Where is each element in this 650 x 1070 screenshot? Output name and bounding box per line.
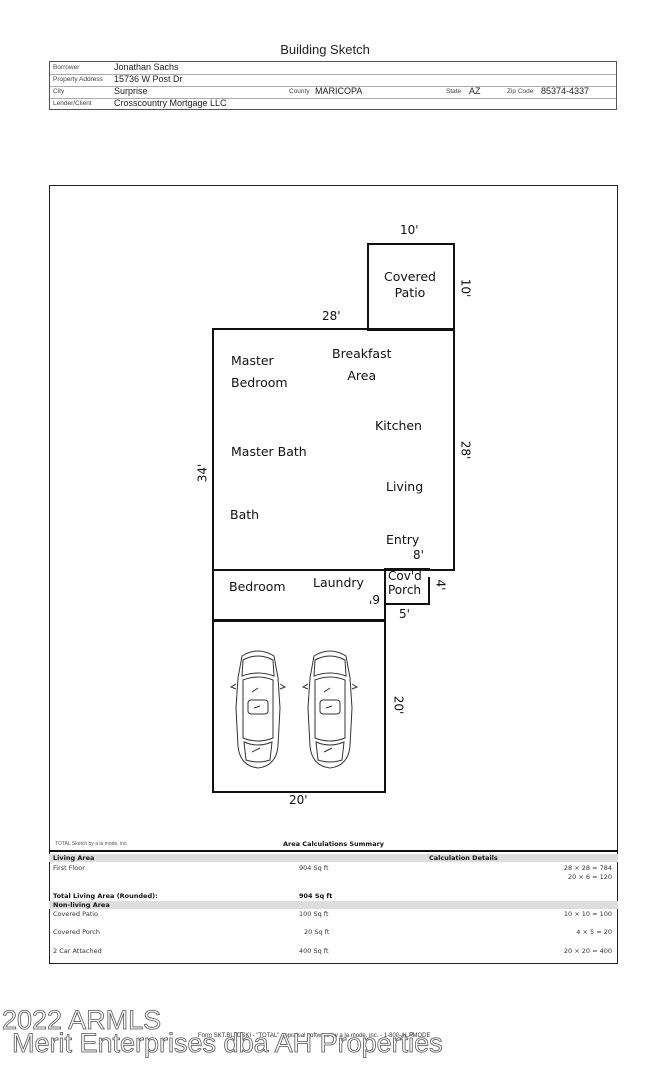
form-footer: Form SKT.BLLDSKI - "TOTAL" appraisal sof… <box>198 1033 431 1039</box>
watermark-brokerage: Merit Enterprises dba AH Properties <box>12 1028 443 1059</box>
car-icon <box>302 650 358 769</box>
dim-house-top: 28' <box>322 309 341 323</box>
dim-patio-right: 10' <box>458 278 473 298</box>
room-bath: Bath <box>230 507 260 522</box>
sketch-frame <box>49 185 618 964</box>
dim-porch-right: 4' <box>433 579 448 591</box>
city-row: City Surprise County MARICOPA State AZ Z… <box>50 86 616 99</box>
notch-mask <box>428 571 453 577</box>
non-living-header: Non-living Area <box>53 901 110 909</box>
dim-garage-right: 20' <box>391 695 406 715</box>
room-master-bedroom: Master Bedroom <box>231 353 288 392</box>
software-credit: TOTAL Sketch by a la mode, inc. <box>55 841 128 847</box>
room-label: Patio <box>394 285 426 301</box>
room-master-bath: Master Bath <box>231 444 307 459</box>
address-value: 15736 W Post Dr <box>114 74 183 84</box>
dim-laundry-side: 6' <box>369 592 380 606</box>
dim-garage-bottom: 20' <box>289 793 308 807</box>
car-icon <box>230 650 286 769</box>
covered-porch-outline <box>384 568 430 605</box>
garage-outline <box>212 619 386 793</box>
covered-patio-outline <box>367 243 455 331</box>
non-living-row-calc: 4 × 5 = 20 <box>576 928 612 936</box>
area-summary-title: Area Calculations Summary <box>283 840 385 848</box>
zip-value: 85374-4337 <box>541 86 590 96</box>
living-area-header: Living Area <box>53 854 95 862</box>
room-label: Master <box>231 353 274 368</box>
non-living-row-name: Covered Porch <box>53 928 100 936</box>
non-living-row-area: 20 Sq ft <box>304 928 330 936</box>
total-living-label: Total Living Area (Rounded): <box>53 892 158 900</box>
room-label: Porch <box>388 583 422 598</box>
calculation-details-header: Calculation Details <box>429 854 498 862</box>
lender-value: Crosscountry Mortgage LLC <box>114 98 227 108</box>
county-label: County <box>289 88 310 95</box>
state-value: AZ <box>469 86 481 96</box>
room-label: Bedroom <box>231 375 288 391</box>
watermark-copyright: 2022 ARMLS <box>2 1005 162 1036</box>
city-value: Surprise <box>114 86 148 96</box>
living-row-calc-2: 20 × 6 = 120 <box>568 873 612 881</box>
room-label: Breakfast <box>332 346 392 361</box>
non-living-band <box>49 901 618 909</box>
room-kitchen: Kitchen <box>375 418 422 433</box>
area-calculations-table: Living Area Calculation Details First Fl… <box>49 850 618 964</box>
state-label: State <box>446 88 462 95</box>
room-living: Living <box>386 479 424 494</box>
address-label: Property Address <box>53 76 103 83</box>
borrower-label: Borrower <box>53 64 80 71</box>
total-living-value: 904 Sq ft <box>299 892 333 900</box>
non-living-row-calc: 10 × 10 = 100 <box>563 910 612 918</box>
dim-house-left: 34' <box>195 463 210 483</box>
room-breakfast-area: Breakfast Area <box>332 346 392 385</box>
lender-label: Lender/Client <box>53 100 92 107</box>
room-laundry: Laundry <box>313 575 364 590</box>
room-covered-patio: Covered Patio <box>382 269 438 302</box>
living-row-area: 904 Sq ft <box>299 864 329 872</box>
lender-row: Lender/Client Crosscountry Mortgage LLC <box>50 98 616 110</box>
county-value: MARICOPA <box>315 86 363 96</box>
room-entry: Entry <box>386 532 420 547</box>
borrower-row: Borrower Jonathan Sachs <box>50 62 616 75</box>
living-area-band <box>49 854 618 862</box>
non-living-row-name: Covered Patio <box>53 910 99 918</box>
living-row-name: First Floor <box>53 864 85 872</box>
main-house-outline <box>212 328 455 571</box>
room-bedroom: Bedroom <box>229 579 286 594</box>
city-label: City <box>53 88 65 95</box>
dim-porch-bottom: 5' <box>399 607 410 621</box>
non-living-row-area: 100 Sq ft <box>299 910 329 918</box>
zip-label: Zip Code <box>507 88 534 95</box>
non-living-row-area: 400 Sq ft <box>299 947 329 955</box>
dim-patio-top: 10' <box>400 223 419 237</box>
document-title: Building Sketch <box>280 42 370 57</box>
room-covered-porch: Cov'd Porch <box>388 569 422 598</box>
room-label: Area <box>347 368 377 384</box>
address-row: Property Address 15736 W Post Dr <box>50 74 616 87</box>
property-info-header: Borrower Jonathan Sachs Property Address… <box>49 61 617 110</box>
non-living-row-name: 2 Car Attached <box>53 947 102 955</box>
borrower-value: Jonathan Sachs <box>114 62 179 72</box>
non-living-row-calc: 20 × 20 = 400 <box>563 947 612 955</box>
dim-entry-width: 8' <box>413 548 424 562</box>
living-row-calc-1: 28 × 28 = 784 <box>563 864 612 872</box>
room-label: Cov'd <box>388 569 422 583</box>
dim-house-right: 28' <box>458 440 473 460</box>
room-label: Covered <box>384 269 436 284</box>
